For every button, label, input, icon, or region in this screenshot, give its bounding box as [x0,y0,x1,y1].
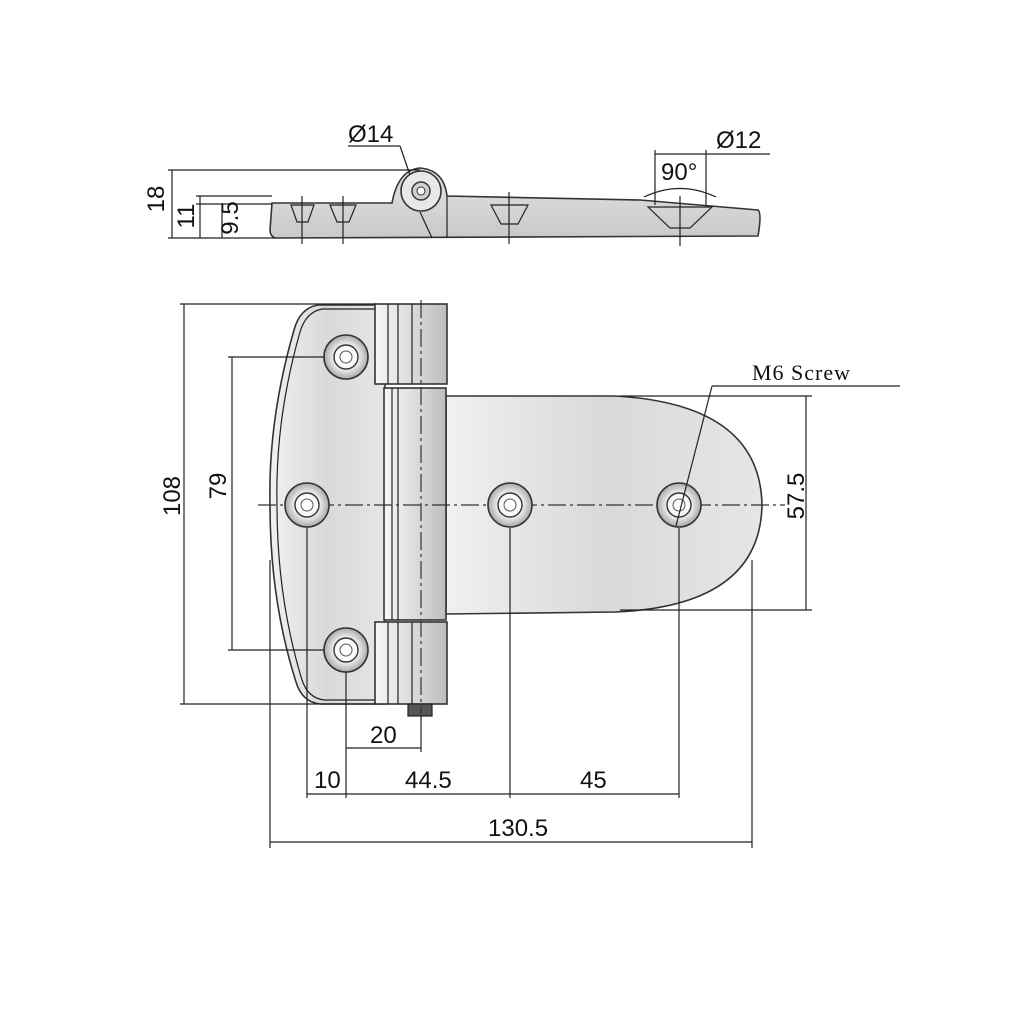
dim-44-5: 44.5 [405,767,452,794]
m6-screw-label: M6 Screw [752,360,851,385]
hole-left-bottom [323,627,369,673]
dim-9-5: 9.5 [217,201,244,234]
dim-10: 10 [314,767,341,794]
side-countersink-1 [290,196,315,244]
top-view: M6 Screw 108 79 57.5 20 10 44.5 45 130.5 [159,300,900,848]
knuckle-top [374,303,448,385]
side-countersink-3 [490,192,529,244]
side-view: 18 11 9.5 Ø14 Ø12 90° [143,121,770,246]
dim-11: 11 [173,204,200,229]
dim-angle-90: 90° [661,159,697,186]
dim-79: 79 [205,473,232,500]
hole-right-end [656,482,702,528]
knuckle-middle [383,387,447,621]
dim-130-5: 130.5 [488,815,548,842]
side-view-leaf [269,167,761,239]
hole-left-top [323,334,369,380]
dim-20: 20 [370,722,397,749]
pin-end [407,703,433,717]
hole-left-middle [284,482,330,528]
dim-diameter-12: Ø12 [716,127,761,154]
dim-108: 108 [159,476,186,516]
dim-45: 45 [580,767,607,794]
side-countersink-2 [329,196,357,244]
dim-57-5: 57.5 [783,473,810,520]
side-countersink-4 [646,196,714,246]
dim-18: 18 [143,186,170,213]
hole-right-middle [487,482,533,528]
knuckle-bottom [374,621,448,705]
dim-diameter-14: Ø14 [348,121,393,148]
